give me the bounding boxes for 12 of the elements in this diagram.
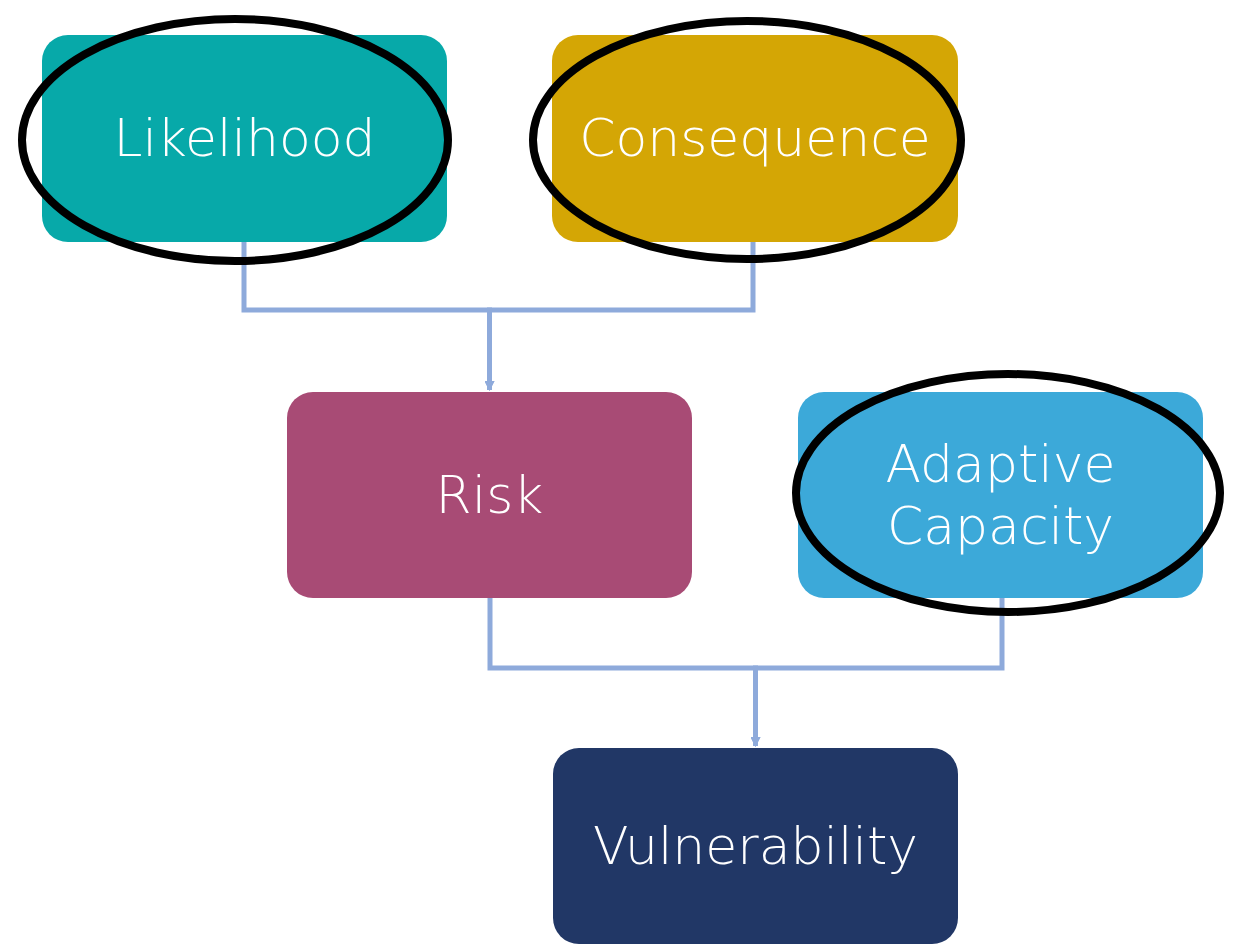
box-label: Consequence [579,107,931,170]
process-box [42,35,447,242]
process-box [287,392,692,598]
process-box [798,392,1203,598]
box-label: Risk [435,463,544,527]
process-box [553,748,958,944]
connector-arrow [750,598,1005,747]
box-label: Adaptive Capacity [884,432,1117,558]
box-label: Likelihood [113,107,376,170]
box-label: Vulnerability [592,814,919,878]
process-box [552,35,958,242]
connector-arrow [484,242,756,391]
